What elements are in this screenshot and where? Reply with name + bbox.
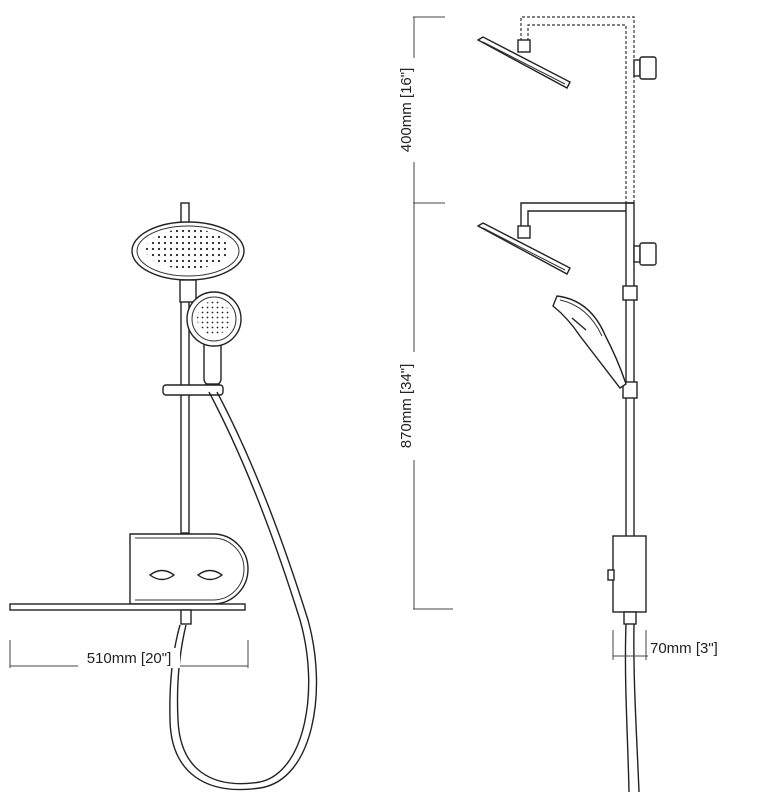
width-label: 510mm [20"] — [87, 650, 172, 667]
side-hose — [624, 623, 640, 793]
height-dimensions: 400mm [16"] 870mm [34"] — [396, 16, 453, 610]
side-mixer-valve — [607, 535, 647, 625]
slider-bracket — [162, 384, 224, 396]
lower-height-label: 870mm [34"] — [398, 364, 415, 449]
depth-label: 70mm [3"] — [650, 640, 718, 657]
riser-rail — [180, 202, 190, 534]
side-hand-shower — [552, 295, 627, 389]
side-overhead-showerhead — [476, 202, 657, 544]
width-dimension: 510mm [20"] — [9, 640, 249, 668]
hand-shower — [186, 291, 242, 393]
front-view: 510mm [20"] — [9, 202, 318, 791]
mixer-shelf-unit — [9, 533, 249, 625]
depth-dimension: 70mm [3"] — [612, 630, 732, 660]
rail-clamps — [622, 285, 638, 399]
extended-position-outline — [476, 16, 657, 203]
upper-height-label: 400mm [16"] — [398, 68, 415, 153]
overhead-showerhead — [131, 221, 245, 303]
shower-hose — [169, 391, 318, 791]
side-view: 400mm [16"] 870mm [34"] — [396, 16, 732, 793]
